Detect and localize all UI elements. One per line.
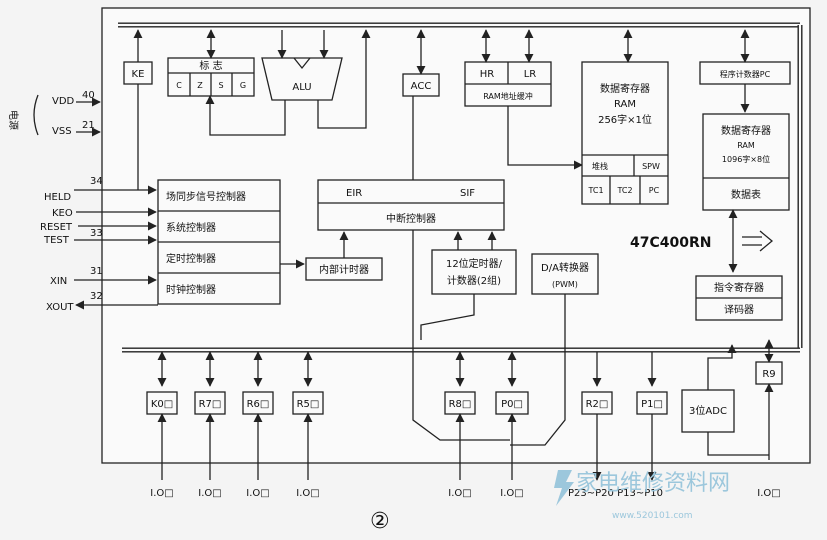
hr-label: HR bbox=[480, 69, 495, 80]
instr-reg-label: 指令寄存器 bbox=[714, 281, 764, 294]
port-pins-label: P23~P20 P13~P10 bbox=[568, 488, 663, 499]
ram-address-buffer: HR LR RAM地址缓冲 bbox=[464, 61, 552, 107]
data-ram-title: 数据寄存器 bbox=[600, 82, 650, 95]
io-label-4: I.O□ bbox=[296, 488, 319, 499]
port-r8: R8□ bbox=[444, 351, 476, 480]
port-k0-label: K0□ bbox=[151, 399, 173, 410]
dac-line1: D/A转换器 bbox=[541, 261, 589, 274]
xin-label: XIN bbox=[50, 276, 67, 287]
port-r2-label: R2□ bbox=[586, 399, 609, 410]
watermark-text: 家电维修资料网 bbox=[576, 471, 730, 496]
pc-small-label: PC bbox=[649, 186, 660, 195]
data-ram-sub: RAM bbox=[614, 99, 636, 110]
program-ram: 数据寄存器 RAM 1096字×8位 数据表 bbox=[702, 113, 790, 211]
io-label-2: I.O□ bbox=[198, 488, 221, 499]
port-r5-label: R5□ bbox=[297, 399, 320, 410]
port-p0-label: P0□ bbox=[501, 399, 523, 410]
keo-label: KEO bbox=[52, 208, 73, 219]
watermark: 家电维修资料网 www.520101.com bbox=[554, 470, 730, 521]
power-pins: 电源 VDD 40 VSS 21 bbox=[7, 90, 101, 137]
xout-pin: 32 bbox=[90, 291, 103, 302]
power-label: 电源 bbox=[7, 110, 20, 130]
tc1-label: TC1 bbox=[587, 186, 603, 195]
port-p0: P0□ bbox=[495, 351, 529, 480]
vdd-label: VDD bbox=[52, 96, 75, 107]
watermark-url: www.520101.com bbox=[612, 511, 693, 521]
vss-pin: 21 bbox=[82, 120, 95, 131]
alu-label: ALU bbox=[292, 82, 311, 93]
prog-ram-size: 1096字×8位 bbox=[722, 154, 770, 164]
port-p1-label: P1□ bbox=[641, 399, 663, 410]
top-bus bbox=[118, 22, 803, 348]
vdd-pin: 40 bbox=[82, 90, 95, 101]
port-r6: R6□ bbox=[242, 351, 274, 480]
io-label-5: I.O□ bbox=[448, 488, 471, 499]
held-pin: 34 bbox=[90, 176, 103, 187]
eir-label: EIR bbox=[346, 188, 362, 199]
ram-addr-buffer-label: RAM地址缓冲 bbox=[483, 91, 533, 101]
int-ctrl-label: 中断控制器 bbox=[386, 212, 436, 225]
timer12-line1: 12位定时器/ bbox=[446, 257, 503, 270]
test-label: TEST bbox=[43, 235, 70, 246]
port-r8-label: R8□ bbox=[449, 399, 472, 410]
data-ram-size: 256字×1位 bbox=[598, 113, 652, 126]
adc-label: 3位ADC bbox=[689, 404, 727, 417]
data-table-label: 数据表 bbox=[731, 188, 761, 201]
flag-g: G bbox=[240, 81, 246, 90]
port-r2: R2□ bbox=[581, 352, 613, 481]
held-label: HELD bbox=[44, 192, 71, 203]
prog-ram-title: 数据寄存器 bbox=[721, 124, 771, 137]
flag-s: S bbox=[218, 81, 223, 90]
io-label-1: I.O□ bbox=[150, 488, 173, 499]
flags-title: 标 志 bbox=[199, 59, 222, 72]
decoder-label: 译码器 bbox=[724, 304, 754, 316]
alu: ALU bbox=[261, 57, 343, 101]
flag-c: C bbox=[176, 81, 182, 90]
port-k0: K0□ bbox=[146, 351, 178, 480]
timer12-line2: 计数器(2组) bbox=[447, 274, 501, 287]
port-p1: P1□ bbox=[636, 352, 668, 481]
field-sync-label: 场同步信号控制器 bbox=[166, 190, 246, 203]
flags-register: 标 志 C Z S G bbox=[167, 57, 255, 97]
data-ram: 数据寄存器 RAM 256字×1位 堆栈 SPW TC1 TC2 PC bbox=[581, 61, 669, 205]
io-label-7: I.O□ bbox=[757, 488, 780, 499]
vss-label: VSS bbox=[52, 126, 72, 137]
xout-label: XOUT bbox=[46, 302, 74, 313]
sif-label: SIF bbox=[460, 188, 475, 199]
timer-12bit: 12位定时器/ 计数器(2组) bbox=[431, 249, 517, 295]
io-label-6: I.O□ bbox=[500, 488, 523, 499]
dac-line2: (PWM) bbox=[552, 280, 578, 289]
chip-label: 47C400RN bbox=[630, 235, 711, 251]
pc-label: 程序计数器PC bbox=[720, 69, 771, 79]
reset-label: RESET bbox=[40, 222, 73, 233]
port-r6-label: R6□ bbox=[247, 399, 270, 410]
acc-label: ACC bbox=[411, 81, 432, 92]
stack-label: 堆栈 bbox=[592, 161, 608, 171]
clock-ctrl-label: 时钟控制器 bbox=[166, 283, 216, 296]
control-pins: HELD 34 KEO RESET TEST 33 XIN 31 XOUT 32 bbox=[40, 176, 158, 313]
spw-label: SPW bbox=[642, 162, 660, 171]
figure-number: ② bbox=[370, 509, 390, 534]
test-pin: 33 bbox=[90, 228, 103, 239]
timing-ctrl-label: 定时控制器 bbox=[166, 252, 216, 265]
port-r5: R5□ bbox=[292, 351, 324, 480]
flag-z: Z bbox=[197, 81, 203, 90]
r9-label: R9 bbox=[762, 369, 775, 380]
control-column: 场同步信号控制器 系统控制器 定时控制器 时钟控制器 bbox=[157, 179, 281, 305]
io-label-3: I.O□ bbox=[246, 488, 269, 499]
instruction-register: 指令寄存器 译码器 bbox=[695, 275, 783, 321]
tc2-label: TC2 bbox=[616, 186, 632, 195]
xin-pin: 31 bbox=[90, 266, 103, 277]
interrupt-controller: EIR SIF 中断控制器 bbox=[317, 179, 505, 231]
prog-ram-sub: RAM bbox=[737, 141, 755, 150]
sys-ctrl-label: 系统控制器 bbox=[166, 221, 216, 234]
dac: D/A转换器 (PWM) bbox=[531, 253, 599, 295]
port-r7-label: R7□ bbox=[199, 399, 222, 410]
ke-label: KE bbox=[132, 69, 145, 80]
port-r7: R7□ bbox=[194, 351, 226, 480]
int-timer-label: 内部计时器 bbox=[319, 263, 369, 276]
lr-label: LR bbox=[524, 69, 537, 80]
